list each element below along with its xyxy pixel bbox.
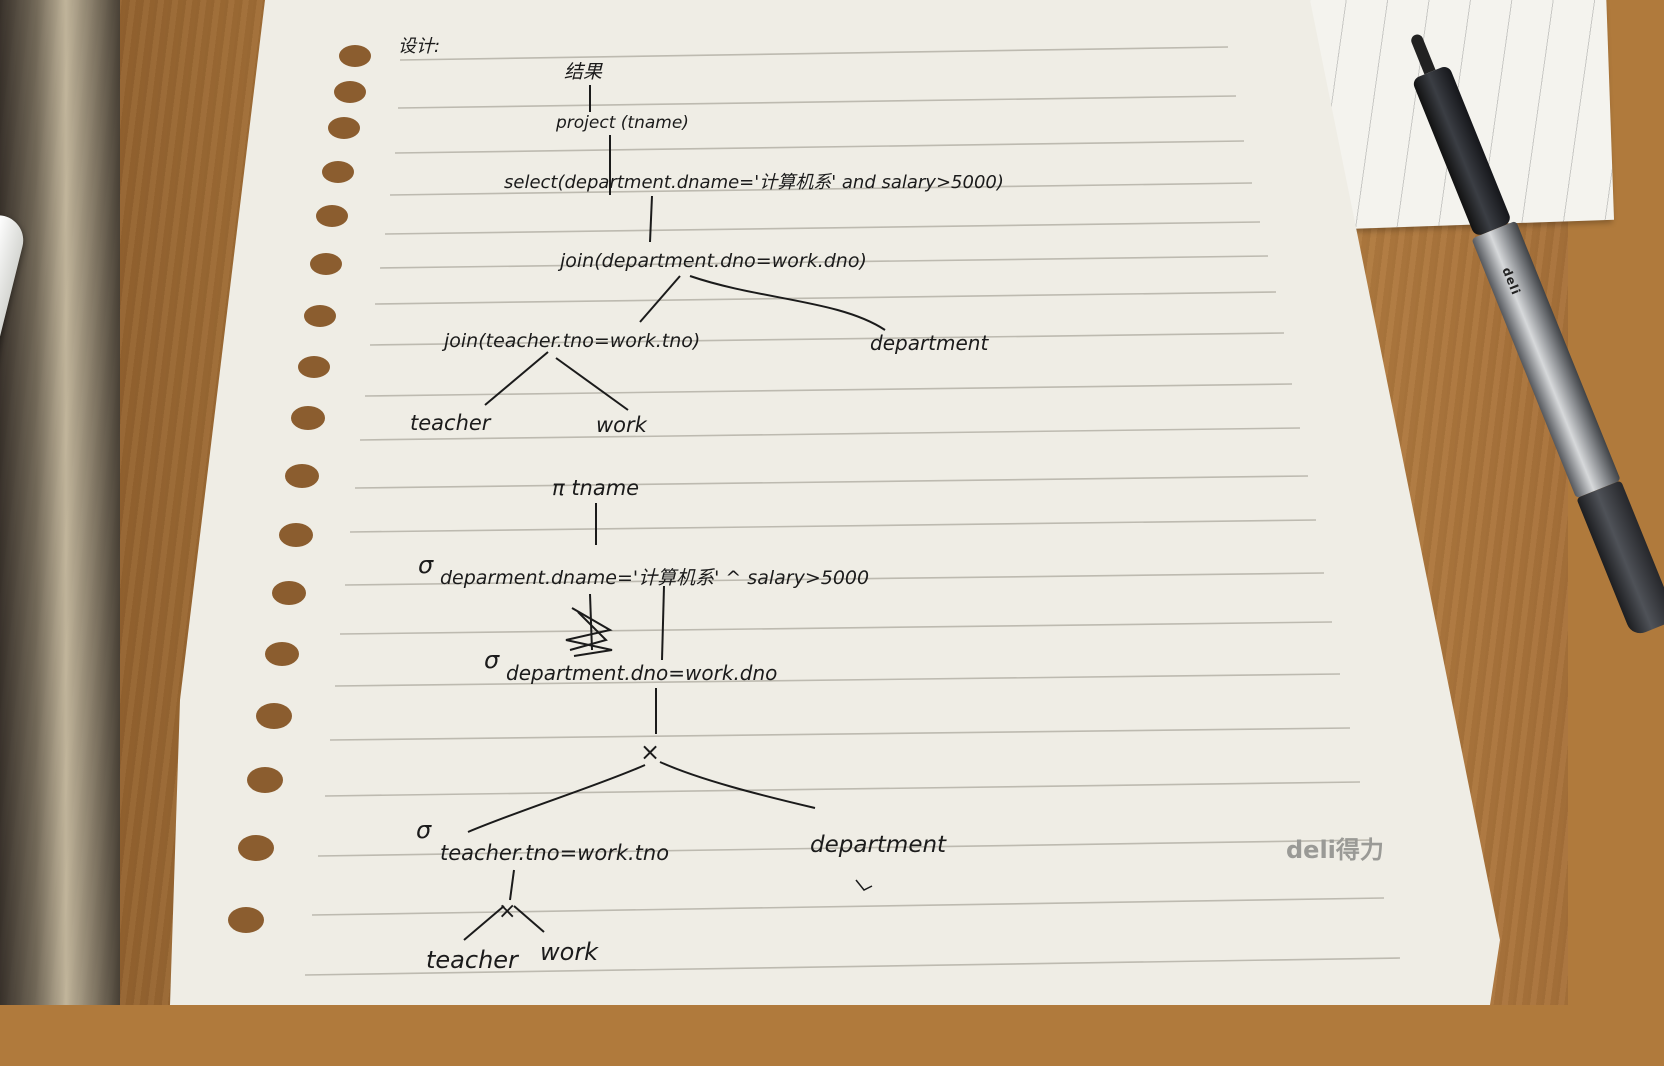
edge-join-inner-left [484, 351, 549, 406]
edge-crossed-out [589, 593, 593, 651]
edge-product-2-left [463, 905, 505, 941]
tree1-root-label: 结果 [564, 61, 603, 83]
notebook-page [170, 0, 1500, 1005]
edge-selection-3-product [509, 869, 515, 901]
edge-product-right [659, 761, 816, 809]
stray-mark [855, 879, 873, 891]
tree1-join-outer-node: join(department.dno=work.dno) [557, 250, 867, 272]
tree2-selection-3-node: teacher.tno=work.tno [440, 841, 669, 865]
edge-join-inner-right [555, 357, 629, 411]
punch-holes [228, 45, 371, 933]
ruled-lines [304, 46, 1401, 976]
edge-select-join [649, 195, 653, 243]
tree1-join-inner-node: join(teacher.tno=work.tno) [441, 330, 700, 352]
tree1-select-node: select(department.dname='计算机系' and salar… [504, 172, 1004, 193]
tree2-product-2-node: × [498, 899, 516, 924]
heading-text: 设计: [398, 36, 440, 57]
tree2-selection-1-node: deparment.dname='计算机系' ^ salary>5000 [440, 567, 869, 589]
tree1-leaf-teacher: teacher [410, 411, 492, 435]
pen-tip [1409, 32, 1436, 75]
tree1-leaf-department: department [870, 331, 989, 355]
handwritten-diagram: 设计: 结果 project (tname) select(department… [228, 36, 1401, 976]
tree1-leaf-work: work [596, 413, 648, 437]
tree2-projection-node: π tname [552, 476, 639, 500]
tree2-product-node: × [640, 738, 660, 766]
edge-product-2-right [513, 905, 545, 933]
query-tree-2: π tname σ deparment.dname='计算机系' ^ salar… [416, 476, 947, 974]
tree2-selection-2-node: department.dno=work.dno [506, 661, 777, 685]
tree2-leaf-teacher: teacher [426, 946, 520, 974]
pen-cap [1576, 480, 1664, 638]
tree2-leaf-department: department [810, 832, 947, 858]
binder-edge [0, 0, 120, 1005]
tree2-sigma-2: σ [484, 646, 500, 674]
scribble-mark [565, 607, 613, 657]
tree2-leaf-work: work [540, 938, 599, 966]
edge-join-outer-right [689, 275, 886, 331]
edge-selection-1-to-2 [661, 585, 665, 661]
query-tree-1: 结果 project (tname) select(department.dna… [410, 61, 1004, 437]
tree2-sigma-3: σ [416, 816, 432, 844]
paper-brand-logo: deli得力 [1286, 836, 1384, 864]
tree1-project-node: project (tname) [555, 113, 689, 133]
edge-product-left [467, 764, 646, 833]
edge-join-outer-left [639, 275, 681, 323]
tree2-sigma-1: σ [418, 551, 434, 579]
